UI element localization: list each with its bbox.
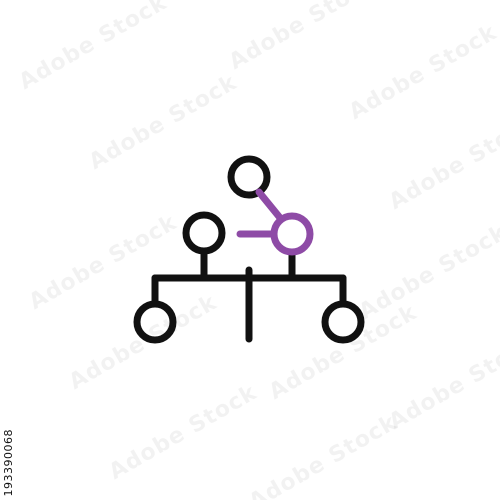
bottom-left-node-circle xyxy=(133,300,177,344)
stock-image-id: 193390068 xyxy=(2,428,15,497)
bottom-right-node-circle xyxy=(321,300,365,344)
top-node-circle xyxy=(227,155,271,199)
accent-diagonal-link xyxy=(255,188,285,223)
left-node-circle xyxy=(182,211,226,255)
accent-node-circle xyxy=(270,212,314,256)
